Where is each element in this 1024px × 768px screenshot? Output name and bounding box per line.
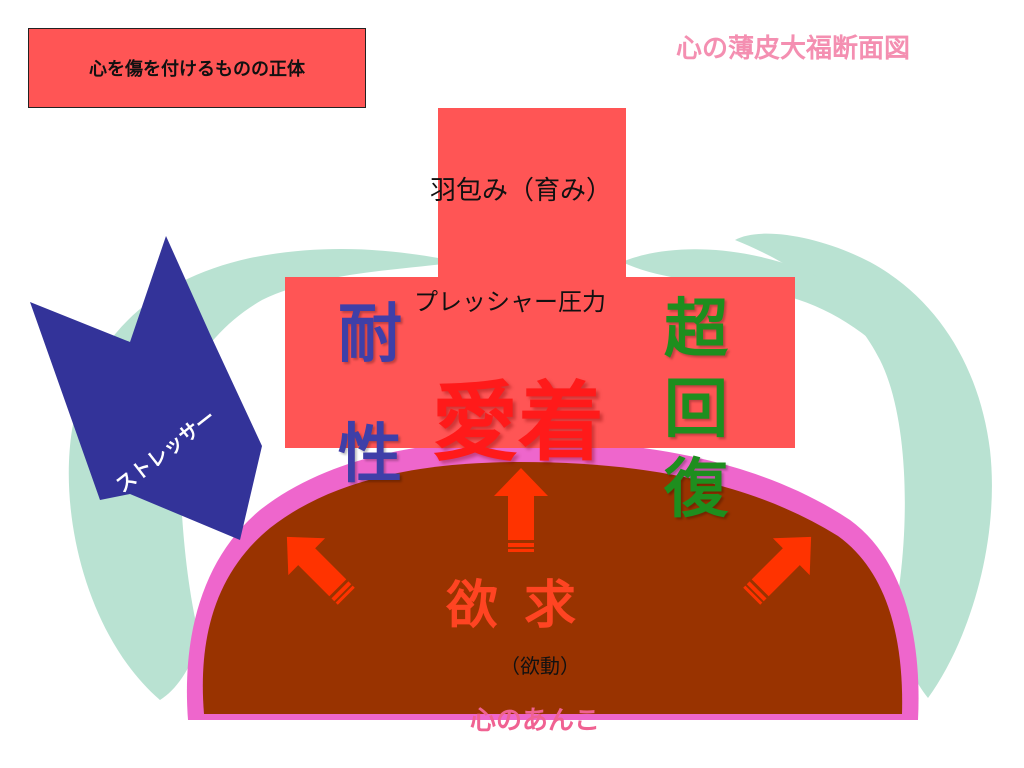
- upper-block-label: 羽包み（育み）: [430, 176, 613, 206]
- tolerance-char-1: 耐: [338, 298, 402, 372]
- drive-label: （欲動）: [500, 654, 580, 678]
- arrow-left: [286, 536, 355, 605]
- arrow-center: [494, 468, 548, 552]
- anko-label: 心のあんこ: [470, 706, 601, 736]
- anko-body: [202, 462, 903, 714]
- super-recovery-char-2: 回: [664, 373, 728, 447]
- mochi-skin-right: [735, 233, 992, 698]
- tolerance-label: 耐 性: [330, 295, 410, 495]
- tolerance-char-2: 性: [338, 418, 402, 492]
- diagram-title: 心の薄皮大福断面図: [676, 34, 911, 64]
- upper-block: [438, 108, 626, 280]
- desire-label: 欲求: [446, 576, 603, 636]
- wide-block: [285, 277, 795, 448]
- arrow-right: [743, 536, 812, 605]
- super-recovery-char-1: 超: [664, 293, 728, 367]
- super-recovery-label: 超 回 復: [656, 290, 736, 530]
- label-box: 心を傷を付けるものの正体: [28, 28, 366, 108]
- super-recovery-char-3: 復: [664, 453, 728, 527]
- stressor-chevron: [30, 236, 262, 540]
- mochi-skin-top-right: [622, 249, 910, 380]
- attachment-label: 愛着: [432, 373, 604, 473]
- pressure-label: プレッシャー圧力: [414, 288, 606, 316]
